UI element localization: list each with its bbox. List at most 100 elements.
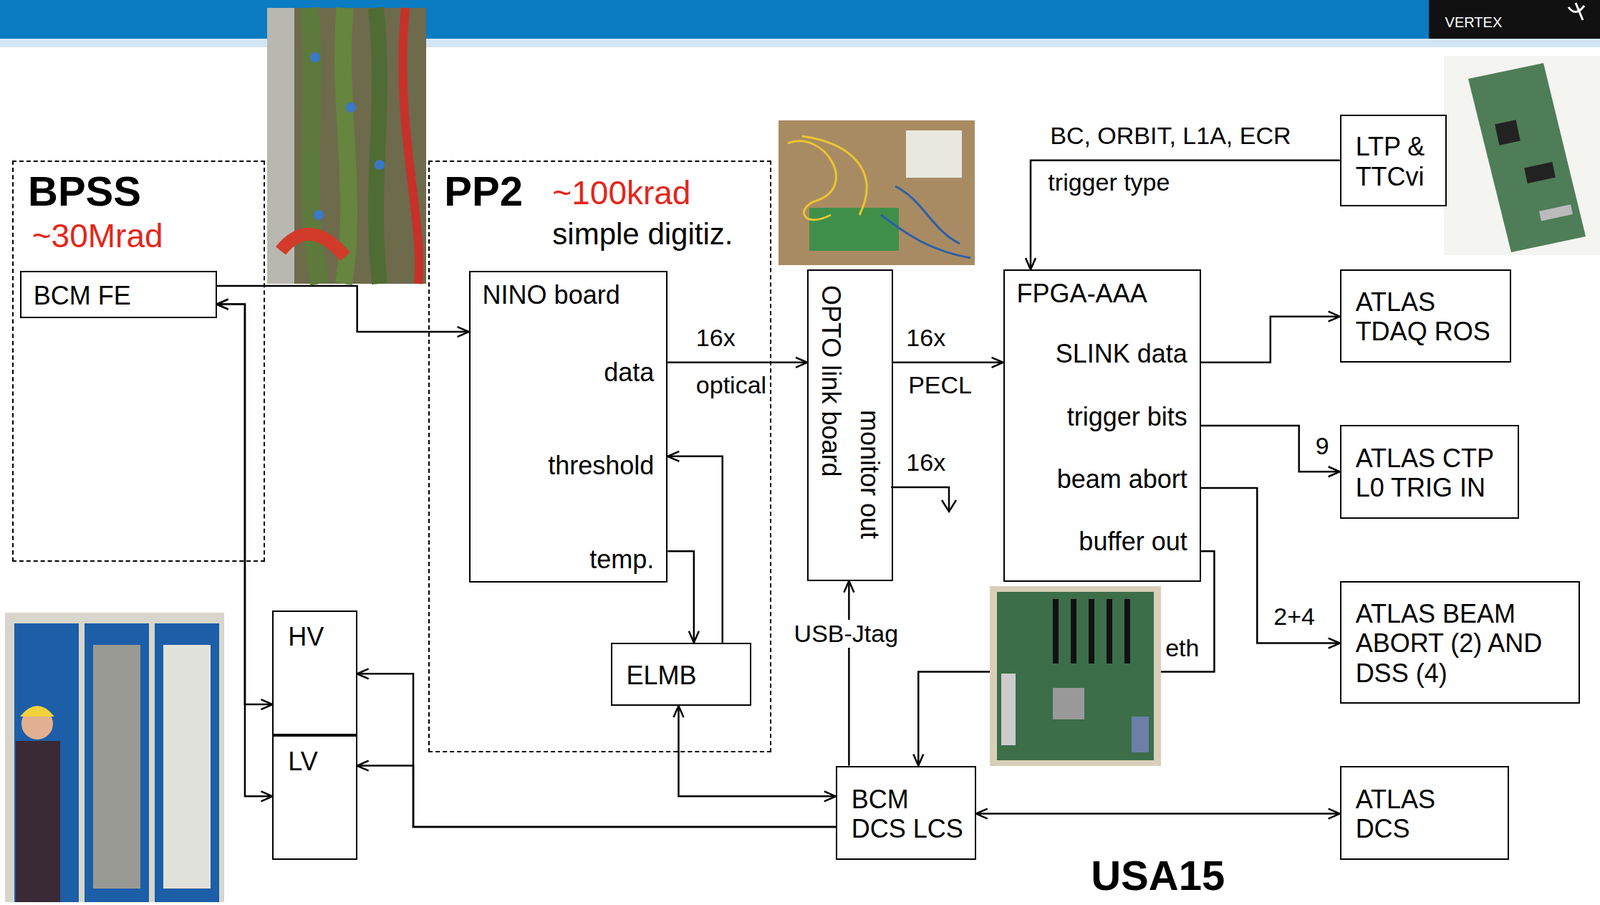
zone-region: BPSS~30MradBCM FE [12,160,265,562]
box-label: threshold [547,450,654,480]
box-title: BCM DCS LCS [851,784,968,844]
connector [667,550,694,642]
clip [310,52,321,63]
link-label: PECL [905,370,975,399]
system-box: ATLAS TDAQ ROS [1340,269,1512,363]
person-body [15,740,61,902]
connector [1201,487,1341,644]
photo-ground [267,7,427,284]
box-label: temp. [589,544,654,574]
control-box: BCM DCS LCS [835,765,977,860]
link-label: optical [694,370,769,399]
box-title: ELMB [626,660,697,690]
fibers [787,136,867,220]
logo-plate [1428,0,1600,39]
module-box: LTP & TTCvi [1340,114,1447,207]
box-title: PP2 [444,167,523,216]
rack [14,623,79,902]
box-label: simple digitiz. [552,217,733,252]
helmet [20,705,55,717]
board [1468,63,1586,253]
box-title: LTP & TTCvi [1355,131,1439,192]
supply-box: HV [272,610,357,735]
system-box: ATLAS CTP L0 TRIG IN [1340,424,1520,519]
clip [345,102,356,113]
slot [1070,598,1077,664]
box-title: OPTO link board [816,285,846,477]
fpga-board-photo [989,585,1161,766]
board [996,591,1154,760]
clip [313,209,324,220]
box-title: NINO board [482,280,621,310]
cables [880,186,971,258]
logo-text: VERTEX [1443,14,1505,31]
connector [1001,673,1016,745]
board-box: NINO board data threshold temp. [469,270,669,583]
fpga-box: FPGA-AAASLINK datatrigger bitsbeam abort… [1003,269,1202,582]
board [809,207,899,251]
module-box: ELMB [610,642,753,706]
connector [1201,316,1341,363]
slot [1106,598,1113,664]
box-label: data [603,357,654,387]
box-label: monitor out [855,409,885,539]
connector [847,580,851,766]
logo-mark [1568,2,1585,21]
photo-ground [5,612,225,902]
arrow-head [941,499,957,512]
link-label: eth [1163,633,1202,662]
rack-panel [93,644,141,889]
connector [1131,716,1149,753]
box-title: ATLAS BEAM ABORT (2) AND DSS (4) [1355,598,1563,688]
header-bar [0,0,1600,39]
cable [402,7,419,284]
cable [343,7,349,284]
signal-label: BC, ORBIT, L1A, ECR [1047,121,1293,150]
box-title: ATLAS DCS [1355,784,1464,844]
count-label: 2+4 [1271,602,1318,631]
connector [1030,160,1341,270]
photo-ground [778,120,975,265]
rack-photo [5,612,225,902]
rack [84,623,149,902]
box-title: BPSS [27,167,142,216]
chip [1494,119,1521,146]
connector [667,456,722,643]
cable [280,234,346,257]
header-strip [0,38,1600,48]
box-label: trigger bits [1067,401,1188,432]
connector [893,361,1003,364]
frontend-box: BCM FE [20,270,218,318]
connector [1201,425,1341,472]
supply-box: LV [272,734,357,860]
count-label: 16x [694,323,738,352]
connector [357,765,836,827]
location-label: USA15 [1088,851,1227,900]
rack-panel [163,644,211,889]
count-label: 9 [1313,431,1332,460]
system-box: ATLAS BEAM ABORT (2) AND DSS (4) [1340,580,1580,704]
system-box: ATLAS DCS [1340,765,1510,860]
clip [374,159,385,170]
signal-label: trigger type [1045,168,1172,197]
zone-region: PP2 ~100krad simple digitiz. NINO board data… [428,160,772,753]
crate [905,130,962,178]
lab-photo [778,120,975,265]
connector [217,285,470,332]
monitor-wire [890,487,949,512]
link-label: USB-Jtag [792,619,901,648]
photo-ground [989,585,1161,766]
box-label: ~30Mrad [32,217,164,255]
cable-photo [267,7,427,284]
connector [976,812,1341,815]
connector [667,361,808,364]
slot [1088,598,1095,664]
connector [918,550,1214,765]
box-title: ATLAS CTP L0 TRIG IN [1355,443,1511,503]
connector [1539,204,1573,221]
count-label: 16x [903,448,948,477]
box-label: ~100krad [552,174,691,212]
box-title: HV [287,621,324,652]
box-label: buffer out [1078,526,1187,556]
